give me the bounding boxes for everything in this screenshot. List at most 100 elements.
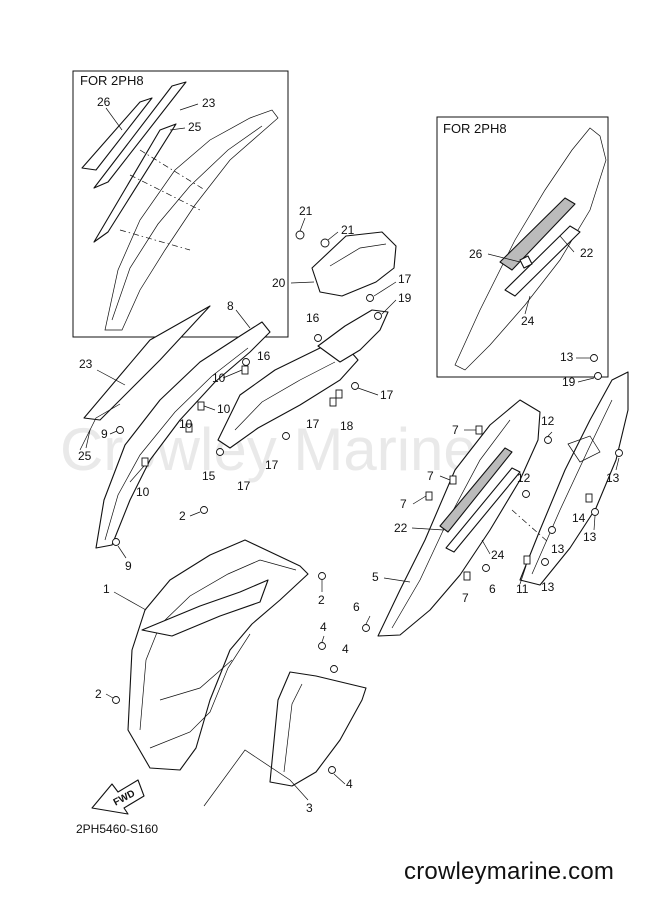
callout-21-b: 21	[341, 223, 355, 237]
rear-upper-piece	[317, 309, 389, 363]
callout-17-c: 17	[306, 417, 320, 431]
front-cowl-1-rib	[149, 633, 251, 749]
decal-25-main	[79, 403, 121, 451]
decal-23-left	[93, 81, 187, 189]
inset-box-left-title: FOR 2PH8	[80, 73, 144, 88]
callout-18: 18	[340, 419, 354, 433]
bolt-19-b	[594, 372, 602, 380]
leader-26a	[105, 107, 123, 131]
front-cowl-1	[127, 539, 309, 771]
callout-9-b: 9	[125, 559, 132, 573]
leader-23a	[179, 103, 199, 111]
clip-11	[523, 555, 531, 565]
inset-box-right-frame	[436, 116, 609, 378]
callout-15: 15	[202, 469, 216, 483]
decal-25-left	[93, 123, 177, 243]
rear-right-piece	[519, 371, 629, 586]
clip-7-d	[463, 571, 471, 581]
leader-13c	[593, 515, 596, 531]
inset-box-left: FOR 2PH8 26 23 25	[72, 70, 289, 338]
decal-26-right	[519, 255, 533, 269]
callout-7-b: 7	[427, 469, 434, 483]
decal-22-main	[439, 447, 513, 533]
callout-26-b: 26	[469, 247, 483, 261]
decal-23-main	[83, 305, 211, 421]
bolt-4-b	[330, 665, 338, 673]
leader-19b	[577, 377, 595, 383]
side-cover-8-inner	[104, 347, 249, 541]
callout-21-a: 21	[299, 204, 313, 218]
callout-4-b: 4	[342, 642, 349, 656]
bolt-16-a	[314, 334, 322, 342]
callout-4-c: 4	[346, 777, 353, 791]
callout-4-a: 4	[320, 620, 327, 634]
leader-7b	[439, 475, 451, 481]
callout-22-a: 22	[394, 521, 408, 535]
leader-20	[290, 281, 315, 284]
callout-17-e: 17	[265, 458, 279, 472]
leader-10a	[222, 369, 243, 379]
bolt-2-a	[200, 506, 208, 514]
leader-2a	[189, 511, 201, 517]
callout-12-a: 12	[541, 414, 555, 428]
callout-23-a: 23	[202, 96, 216, 110]
leader-19a	[381, 299, 397, 315]
inset-box-right: FOR 2PH8 26 22 24	[436, 116, 609, 378]
callout-22-b: 22	[580, 246, 594, 260]
clip-7-a	[475, 425, 483, 435]
front-cowl-1-inner	[139, 559, 297, 731]
inset-box-left-frame	[72, 70, 289, 338]
leader-8	[235, 309, 251, 329]
bolt-21-b	[320, 238, 330, 248]
leader-25-main	[85, 429, 91, 449]
side-cover-right-outline	[454, 127, 607, 371]
front-cowl-1-vent	[159, 659, 233, 701]
bolt-4-a	[318, 642, 326, 650]
bolt-2-c	[112, 696, 120, 704]
leader-13b	[615, 457, 620, 471]
leader-3	[203, 749, 309, 807]
clip-7-b	[449, 475, 457, 485]
callout-24-b: 24	[521, 314, 535, 328]
leader-9a	[109, 430, 118, 435]
leader-7c	[412, 495, 427, 505]
leader-21a	[299, 217, 306, 232]
fwd-arrow: FWD	[91, 779, 145, 815]
callout-10-d: 10	[136, 485, 150, 499]
callout-26-a: 26	[97, 95, 111, 109]
callout-16-a: 16	[306, 311, 320, 325]
inner-panel-15	[217, 344, 359, 449]
bolt-12-b	[522, 490, 530, 498]
callout-23-b: 23	[79, 357, 93, 371]
callout-10-b: 10	[217, 402, 231, 416]
bolt-16-b	[242, 358, 250, 366]
callout-5: 5	[372, 570, 379, 584]
callout-13-e: 13	[541, 580, 555, 594]
leader-24a	[481, 539, 491, 555]
leader-25a	[169, 127, 186, 131]
callout-3: 3	[306, 801, 313, 815]
clip-10-d	[141, 457, 149, 467]
callout-20: 20	[272, 276, 286, 290]
leader-2c	[105, 693, 114, 699]
dash-line-1	[139, 149, 206, 191]
callout-6-b: 6	[353, 600, 360, 614]
bolt-6-b	[362, 624, 370, 632]
bolt-17-d	[216, 448, 224, 456]
clip-14	[585, 493, 593, 503]
callout-13-b: 13	[606, 471, 620, 485]
lower-cover-3-edge	[283, 683, 303, 773]
callout-17-a: 17	[398, 272, 412, 286]
inset-box-right-title: FOR 2PH8	[443, 121, 507, 136]
bolt-9-a	[116, 426, 124, 434]
clip-17-e	[329, 397, 337, 407]
bolt-13-b	[615, 449, 623, 457]
callout-6-a: 6	[489, 582, 496, 596]
callout-25-b: 25	[78, 449, 92, 463]
callout-24-a: 24	[491, 548, 505, 562]
callout-7-a: 7	[452, 423, 459, 437]
callout-2-a: 2	[179, 509, 186, 523]
bolt-17-b	[351, 382, 359, 390]
leader-5	[383, 577, 411, 583]
dash-line-3	[119, 229, 191, 251]
